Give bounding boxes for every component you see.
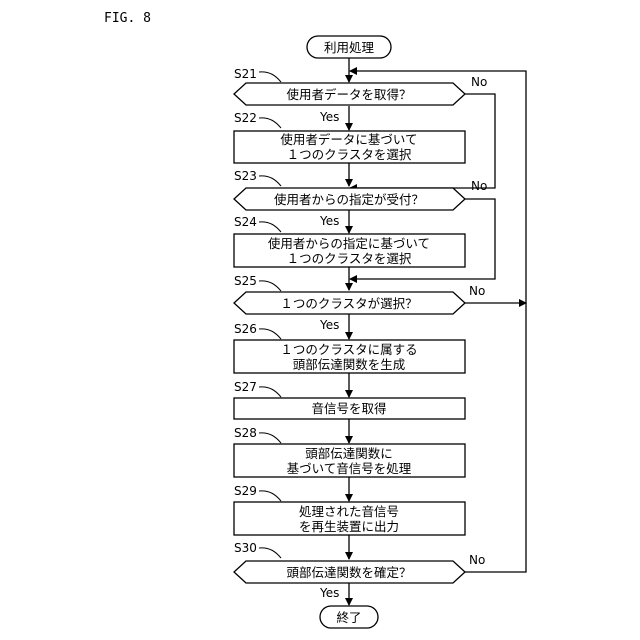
- process-s22-line1: 使用者データに基づいて: [280, 132, 417, 147]
- process-s24-line1: 使用者からの指定に基づいて: [268, 236, 430, 251]
- step-id-s25: S25: [234, 274, 257, 288]
- decision-s25: １つのクラスタが選択？: [234, 292, 465, 314]
- step-id-s23: S23: [234, 169, 257, 183]
- decision-s21: 使用者データを取得？: [234, 83, 465, 105]
- process-s27: 音信号を取得: [234, 398, 465, 419]
- process-s22-line2: １つのクラスタを選択: [287, 147, 412, 162]
- process-s28-line1: 頭部伝達関数に: [305, 446, 393, 461]
- process-s24-line2: １つのクラスタを選択: [287, 251, 412, 266]
- label-s21-no: No: [471, 75, 487, 89]
- step-id-s28: S28: [234, 426, 257, 440]
- decision-s23: 使用者からの指定が受付？: [234, 188, 465, 210]
- process-s26-line2: 頭部伝達関数を生成: [293, 357, 406, 372]
- process-s29-line1: 処理された音信号: [299, 504, 399, 519]
- label-s21-yes: Yes: [319, 110, 339, 124]
- step-leader-s22: [259, 118, 281, 128]
- decision-s21-text: 使用者データを取得？: [286, 87, 411, 102]
- label-s25-no: No: [469, 284, 485, 298]
- step-id-s24: S24: [234, 215, 257, 229]
- start-label: 利用処理: [324, 40, 375, 55]
- step-id-s30: S30: [234, 541, 257, 555]
- process-s28-line2: 基づいて音信号を処理: [287, 461, 412, 476]
- step-leader-s30: [259, 548, 281, 558]
- process-s26-line1: １つのクラスタに属する: [280, 342, 417, 357]
- step-leader-s28: [259, 433, 281, 443]
- label-s23-yes: Yes: [319, 214, 339, 228]
- process-s24: 使用者からの指定に基づいて １つのクラスタを選択: [234, 234, 465, 267]
- process-s28: 頭部伝達関数に 基づいて音信号を処理: [234, 444, 465, 477]
- decision-s23-text: 使用者からの指定が受付？: [274, 192, 424, 207]
- step-id-s27: S27: [234, 380, 257, 394]
- decision-s25-text: １つのクラスタが選択？: [280, 296, 417, 311]
- decision-s30-text: 頭部伝達関数を確定？: [286, 565, 411, 580]
- process-s29-line2: を再生装置に出力: [299, 519, 399, 534]
- label-s25-yes: Yes: [319, 318, 339, 332]
- process-s26: １つのクラスタに属する 頭部伝達関数を生成: [234, 340, 465, 373]
- step-leader-s27: [259, 387, 281, 397]
- step-leader-s23: [259, 176, 281, 186]
- step-leader-s25: [259, 281, 281, 291]
- step-id-s22: S22: [234, 111, 257, 125]
- label-s23-no: No: [471, 179, 487, 193]
- process-s22: 使用者データに基づいて １つのクラスタを選択: [234, 131, 465, 163]
- step-leader-s26: [259, 329, 281, 339]
- end-label: 終了: [336, 610, 361, 625]
- step-leader-s24: [259, 222, 281, 232]
- figure-label: FIG. 8: [104, 11, 151, 26]
- process-s27-text: 音信号を取得: [311, 401, 386, 416]
- step-id-s29: S29: [234, 484, 257, 498]
- process-s29: 処理された音信号 を再生装置に出力: [234, 502, 465, 535]
- end-terminal: 終了: [320, 606, 378, 628]
- step-leader-s21: [259, 72, 281, 82]
- label-s30-yes: Yes: [319, 586, 339, 600]
- step-leader-s29: [259, 491, 281, 501]
- step-id-s26: S26: [234, 322, 257, 336]
- step-id-s21: S21: [234, 67, 257, 81]
- start-terminal: 利用処理: [307, 36, 391, 58]
- decision-s30: 頭部伝達関数を確定？: [234, 561, 465, 583]
- label-s30-no: No: [469, 553, 485, 567]
